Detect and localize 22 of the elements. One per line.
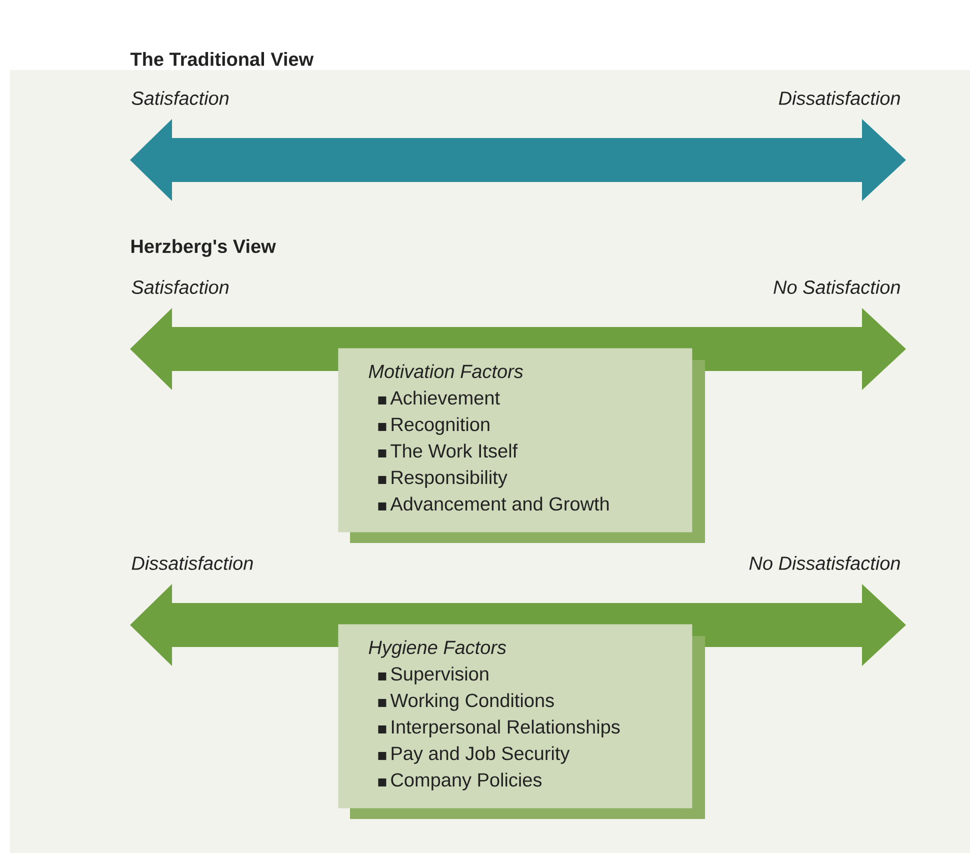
factor-box	[338, 348, 692, 532]
bullet-item: Advancement and Growth	[378, 496, 609, 511]
scale-end-label: Dissatisfaction	[132, 556, 253, 570]
bullet-item: Working Conditions	[378, 693, 554, 711]
factor-box	[338, 624, 692, 808]
bullet-item: Responsibility	[378, 470, 508, 488]
scale-end-label: No Satisfaction	[774, 280, 900, 294]
section-heading: The Traditional View	[130, 52, 314, 66]
scale-end-label: No Dissatisfaction	[749, 556, 900, 570]
box-heading: Motivation Factors	[368, 364, 523, 378]
scale-end-label: Satisfaction	[132, 91, 229, 105]
bullet-item: Company Policies	[378, 772, 542, 790]
bullet-item: Recognition	[378, 417, 490, 435]
bullet-item: Interpersonal Relationships	[378, 720, 620, 738]
bullet-item: Supervision	[378, 666, 488, 684]
section-heading: Herzberg's View	[131, 239, 276, 257]
box-heading: Hygiene Factors	[368, 640, 506, 658]
bullet-item: The Work Itself	[378, 444, 518, 458]
scale-end-label: Satisfaction	[132, 280, 229, 294]
bullet-item: Pay and Job Security	[378, 746, 570, 764]
bullet-item: Achievement	[378, 390, 500, 405]
scale-end-label: Dissatisfaction	[778, 91, 900, 105]
